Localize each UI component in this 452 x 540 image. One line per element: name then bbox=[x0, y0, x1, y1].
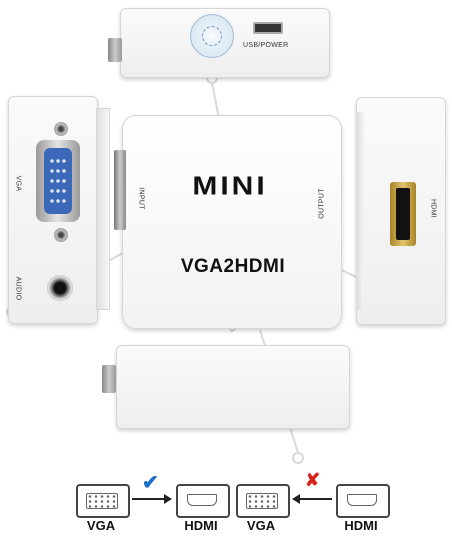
diagram-arrow-2 bbox=[292, 494, 332, 504]
diagram-arrow-1 bbox=[132, 494, 172, 504]
diagram-hdmi-label-2: HDMI bbox=[344, 518, 378, 533]
hdmi-port bbox=[390, 182, 416, 246]
input-label: INPUT bbox=[137, 187, 145, 210]
diagram-hdmi-icon-1 bbox=[176, 484, 230, 518]
top-view-vga-edge bbox=[108, 38, 122, 62]
vga-side-label: VGA bbox=[14, 175, 22, 192]
bottom-view-body bbox=[116, 345, 350, 429]
diagram-vga-label-2: VGA bbox=[246, 518, 276, 533]
qc-sticker bbox=[190, 14, 234, 58]
diagram-vga-icon-1 bbox=[76, 484, 130, 518]
hdmi-side-label: HDMI bbox=[429, 198, 437, 219]
left-view-edge bbox=[96, 108, 110, 310]
diagram-hdmi-label-1: HDMI bbox=[184, 518, 218, 533]
usb-port bbox=[253, 22, 283, 34]
vga-screw-top bbox=[54, 122, 68, 136]
diagram-vga-label-1: VGA bbox=[86, 518, 116, 533]
front-view-body bbox=[122, 115, 342, 329]
diagram-vga-icon-2 bbox=[236, 484, 290, 518]
output-label: OUTPUT bbox=[318, 188, 326, 219]
usb-power-label: USB/POWER bbox=[243, 42, 289, 49]
cross-mark-icon: ✘ bbox=[305, 470, 321, 490]
diagram-hdmi-icon-2 bbox=[336, 484, 390, 518]
audio-jack bbox=[47, 275, 73, 301]
vga-screw-bottom bbox=[54, 228, 68, 242]
right-view-edge bbox=[356, 112, 364, 310]
vga2hdmi-subtitle: VGA2HDMI bbox=[180, 256, 286, 277]
vga-port bbox=[44, 148, 72, 214]
mini-title: MINI bbox=[192, 172, 268, 201]
front-view-vga-edge bbox=[114, 150, 126, 230]
audio-side-label: AUDIO bbox=[14, 276, 22, 301]
check-mark-icon: ✔ bbox=[142, 472, 159, 494]
bottom-view-vga-edge bbox=[102, 365, 116, 393]
